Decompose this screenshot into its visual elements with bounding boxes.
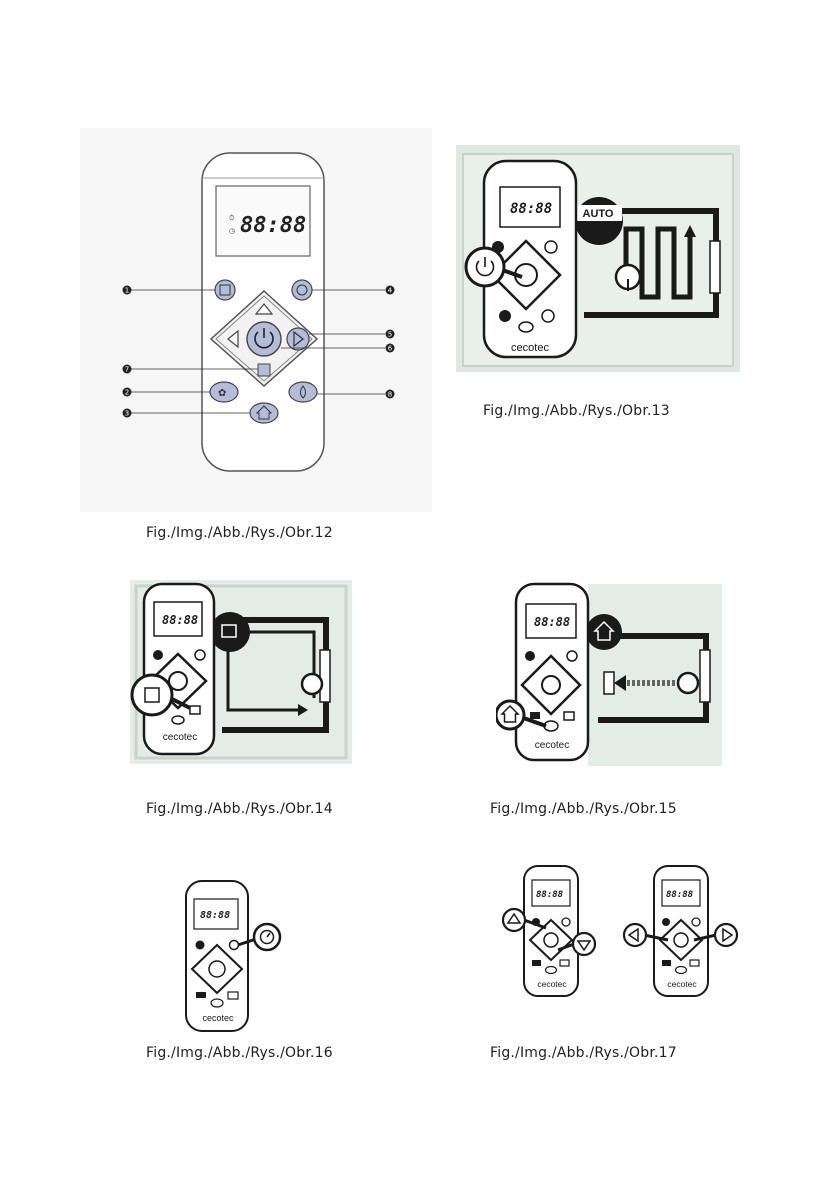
home-badge: [586, 614, 622, 650]
callout-number: 5: [388, 331, 392, 339]
edge-badge: [210, 612, 250, 652]
schedule-button[interactable]: [153, 650, 163, 660]
down-callout: [573, 933, 595, 955]
brand-logo: cecotec: [667, 979, 697, 989]
callout-number: 2: [125, 389, 129, 397]
callout-8: 8: [386, 390, 395, 399]
edge-callout: [132, 675, 172, 715]
left-callout: [624, 924, 646, 946]
return-home-diagram: 88:88 cecotec: [496, 580, 724, 766]
callout-1: 1: [123, 286, 132, 295]
callout-4: 4: [386, 286, 395, 295]
power-button[interactable]: [209, 961, 225, 977]
schedule-button[interactable]: [525, 651, 535, 661]
clock-button[interactable]: [292, 280, 312, 300]
fan-icon: ✿: [218, 388, 226, 399]
callout-number: 8: [388, 391, 392, 399]
lcd-digits: 88:88: [534, 615, 570, 629]
arrow-right-button[interactable]: [287, 328, 309, 350]
callout-number: 3: [125, 410, 129, 418]
caption-figure-15: Fig./Img./Abb./Rys./Obr.15: [490, 801, 677, 817]
brand-logo: cecotec: [202, 1013, 234, 1023]
callout-6: 6: [386, 344, 395, 353]
robot-vacuum: [678, 673, 698, 693]
timer-icon: ⏱: [229, 214, 235, 222]
callout-3: 3: [123, 409, 132, 418]
power-button[interactable]: [544, 933, 558, 947]
right-callout: [715, 924, 737, 946]
edge-mode-diagram: 88:88 cecotec: [130, 580, 352, 764]
lcd-digits: 88:88: [666, 890, 693, 900]
power-button[interactable]: [247, 322, 281, 356]
suction-button[interactable]: [530, 712, 540, 719]
door: [710, 241, 720, 293]
callout-number: 6: [388, 345, 393, 353]
suction-button[interactable]: [196, 992, 206, 998]
remote-diagram: ⏱ ◷ 88:88 ✿: [80, 128, 432, 512]
caption-figure-16: Fig./Img./Abb./Rys./Obr.16: [146, 1045, 333, 1061]
figure-13: AUTO 88:88 cecotec: [456, 145, 740, 372]
power-button[interactable]: [674, 933, 688, 947]
figure-14: 88:88 cecotec: [130, 580, 352, 764]
caption-figure-12: Fig./Img./Abb./Rys./Obr.12: [146, 525, 333, 541]
direction-buttons-diagram: 88:88 cecotec 88:88: [498, 860, 748, 1040]
callout-2: 2: [123, 388, 132, 397]
lcd-digits: 88:88: [162, 613, 198, 627]
callout-number: 4: [388, 287, 393, 295]
door: [320, 650, 330, 702]
figure-12: ⏱ ◷ 88:88 ✿: [80, 128, 432, 512]
charging-dock: [604, 672, 614, 694]
brand-logo: cecotec: [537, 979, 567, 989]
suction-button[interactable]: [532, 960, 541, 966]
callout-7: 7: [123, 365, 132, 374]
auto-label: AUTO: [583, 208, 614, 220]
brand-logo: cecotec: [163, 732, 197, 743]
edge-mode-button[interactable]: [258, 364, 270, 376]
water-button[interactable]: [289, 382, 317, 402]
schedule-button[interactable]: [215, 280, 235, 300]
caption-figure-14: Fig./Img./Abb./Rys./Obr.14: [146, 801, 333, 817]
figure-15: 88:88 cecotec: [496, 580, 724, 766]
caption-figure-13: Fig./Img./Abb./Rys./Obr.13: [483, 403, 670, 419]
caption-figure-17: Fig./Img./Abb./Rys./Obr.17: [490, 1045, 677, 1061]
suction-button[interactable]: [662, 960, 671, 966]
lcd-digits: 88:88: [200, 910, 230, 921]
lcd-digits: 88:88: [510, 201, 552, 217]
auto-mode-diagram: AUTO 88:88 cecotec: [456, 145, 740, 372]
robot-vacuum: [302, 674, 322, 694]
callout-number: 7: [125, 366, 129, 374]
brand-logo: cecotec: [535, 740, 569, 751]
figure-17: 88:88 cecotec 88:88: [498, 860, 748, 1040]
clock-icon: ◷: [229, 227, 236, 235]
callout-5: 5: [386, 330, 395, 339]
brand-logo: cecotec: [511, 342, 549, 354]
power-button[interactable]: [542, 676, 560, 694]
lcd-digits: 88:88: [536, 890, 563, 900]
schedule-button[interactable]: [196, 941, 205, 950]
suction-button[interactable]: [499, 310, 511, 322]
callout-number: 1: [125, 287, 129, 295]
figure-16: 88:88 cecotec: [180, 875, 300, 1035]
up-callout: [503, 909, 525, 931]
door: [700, 650, 710, 702]
clock-button-diagram: 88:88 cecotec: [180, 875, 300, 1035]
schedule-button[interactable]: [662, 918, 670, 926]
lcd-digits: 88:88: [240, 213, 306, 238]
